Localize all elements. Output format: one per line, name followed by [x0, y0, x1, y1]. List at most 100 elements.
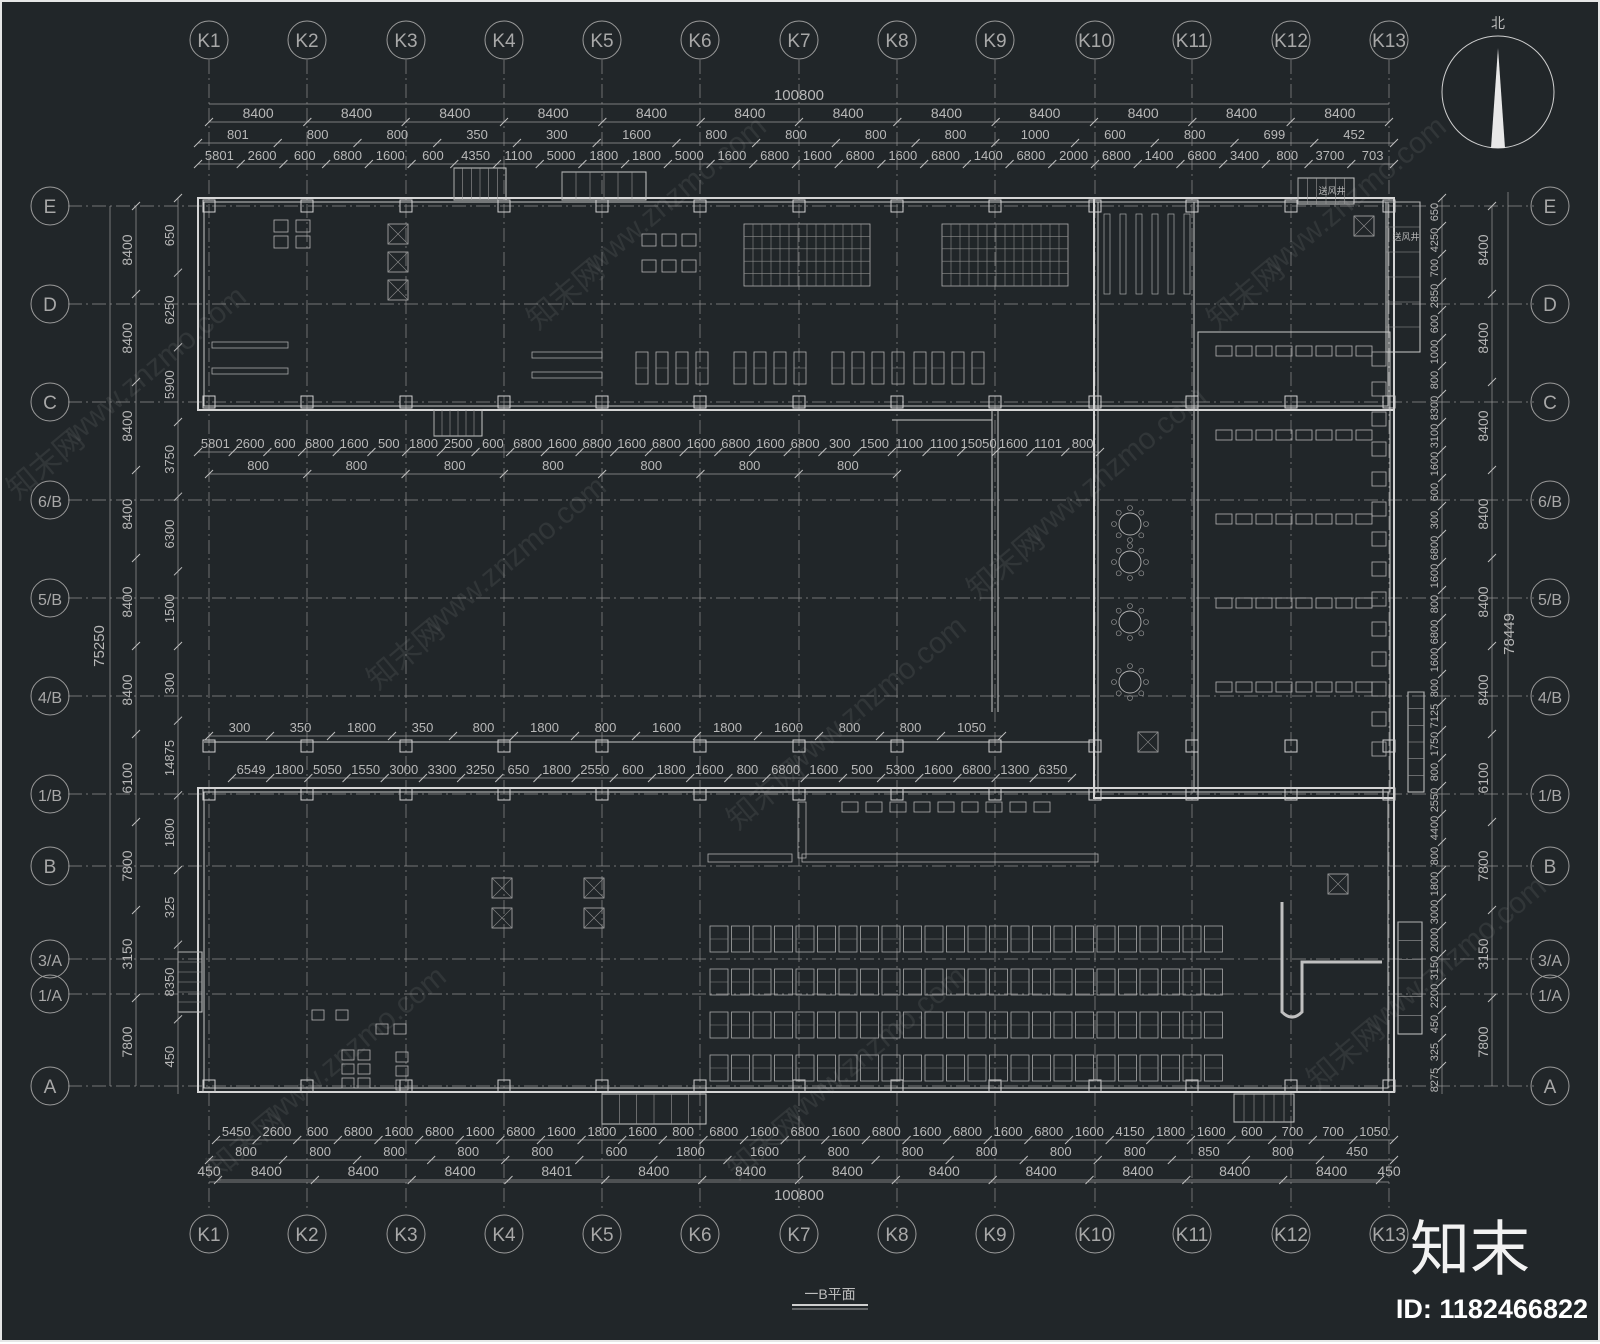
dim-tick	[592, 138, 602, 148]
dim-label: 800	[837, 458, 859, 473]
dim-tick	[131, 729, 141, 739]
dim-tick	[131, 289, 141, 299]
kitchen-equipment	[1371, 591, 1387, 607]
dim-tick	[570, 731, 580, 741]
dim-tick	[1487, 817, 1497, 827]
chair	[1115, 532, 1122, 539]
structural-column	[595, 395, 609, 409]
structural-column	[1185, 395, 1199, 409]
dim-tick	[131, 993, 141, 1003]
kitchen-equipment	[1371, 531, 1387, 547]
dim-label: 1600	[1197, 1124, 1226, 1139]
kitchen-equipment	[1235, 513, 1253, 525]
dim-tick	[512, 138, 522, 148]
drawing-title: 一B平面	[804, 1286, 855, 1302]
axis-bubble	[287, 20, 327, 60]
dim-tick	[1133, 159, 1143, 169]
dim-tick	[791, 159, 801, 169]
row-label: 5/B	[38, 592, 62, 609]
structural-column	[792, 1079, 806, 1093]
dim-label: 600	[422, 148, 444, 163]
dim-tick	[724, 773, 733, 783]
kitchen-equipment	[1255, 513, 1273, 525]
bay-dim: 8400	[119, 674, 135, 705]
dim-label: 6800	[1034, 1124, 1063, 1139]
dim-tick	[273, 138, 283, 148]
axis-bubble	[30, 846, 70, 886]
chair	[1115, 607, 1122, 614]
overall-width: 100800	[774, 1187, 824, 1204]
dim-tick	[499, 469, 509, 479]
dim-label: 800	[307, 127, 329, 142]
dim-tick	[204, 117, 214, 127]
round-table	[1118, 550, 1142, 574]
dim-tick	[1437, 809, 1447, 819]
dim-tick	[685, 773, 695, 783]
bay-dim: 6100	[119, 762, 135, 793]
dim-tick	[1227, 1135, 1236, 1145]
dim-label: 1800	[542, 762, 571, 777]
dim-tick	[658, 1135, 668, 1145]
dim-label: 1000	[1021, 127, 1050, 142]
dim-tick	[1437, 529, 1447, 539]
dim-label: 6800	[962, 762, 991, 777]
chair	[1127, 543, 1133, 549]
dim-label: 2000	[1059, 148, 1088, 163]
desk	[341, 1077, 355, 1089]
axis-bubble	[1530, 939, 1570, 979]
dim-tick	[1090, 159, 1100, 169]
dim-tick	[1437, 893, 1447, 903]
axis-bubble	[1530, 186, 1570, 226]
axis-bubble	[1530, 676, 1570, 716]
watermark: www.znzmo.com	[778, 610, 972, 781]
dim-label: 6300	[162, 520, 177, 549]
structural-column	[792, 739, 806, 753]
chair	[1143, 619, 1149, 625]
structural-column	[988, 395, 1002, 409]
dim-tick	[380, 773, 390, 783]
dim-tick	[173, 566, 183, 576]
chair	[1115, 667, 1122, 674]
dim-tick	[1060, 447, 1070, 457]
dim-label: 300	[1429, 511, 1441, 529]
dim-tick	[374, 1135, 383, 1145]
bay-dim: 8400	[1324, 105, 1355, 121]
dim-label: 800	[1072, 436, 1094, 451]
dim-tick	[1437, 921, 1447, 931]
column-label: K12	[1274, 1225, 1308, 1246]
dim-tick	[919, 159, 929, 169]
dim-tick	[1346, 159, 1356, 169]
dim-tick	[1487, 289, 1497, 299]
dim-tick	[173, 940, 183, 950]
dim-tick	[706, 159, 715, 169]
dim-label: 6800	[709, 1124, 738, 1139]
dim-label: 2550	[580, 762, 609, 777]
dim-tick	[814, 731, 824, 741]
dim-label: 1600	[376, 148, 405, 163]
row-label: D	[1543, 295, 1557, 316]
dim-tick	[265, 731, 275, 741]
structural-column	[1185, 199, 1199, 213]
dim-tick	[609, 773, 619, 783]
bay-dim: 8400	[1475, 674, 1491, 705]
north-arrow: 北	[1441, 15, 1555, 149]
chair	[1115, 630, 1122, 637]
dim-tick	[1437, 389, 1447, 399]
kitchen-equipment	[1235, 597, 1253, 609]
dim-tick	[861, 1135, 871, 1145]
desk	[357, 1077, 371, 1089]
dim-tick	[449, 159, 459, 169]
axis-bubble	[30, 480, 70, 520]
structural-column	[792, 787, 806, 801]
round-table	[1118, 670, 1142, 694]
column-label: K9	[983, 1225, 1006, 1246]
dim-label: 800	[473, 720, 495, 735]
dim-label: 1600	[994, 1124, 1023, 1139]
kitchen-equipment	[1335, 597, 1353, 609]
row-label: 4/B	[1538, 690, 1562, 707]
bay-dim: 8400	[119, 234, 135, 265]
dim-tick	[407, 1175, 417, 1185]
dim-tick	[401, 469, 410, 479]
dim-tick	[471, 447, 480, 457]
dim-label: 1100	[930, 436, 958, 451]
